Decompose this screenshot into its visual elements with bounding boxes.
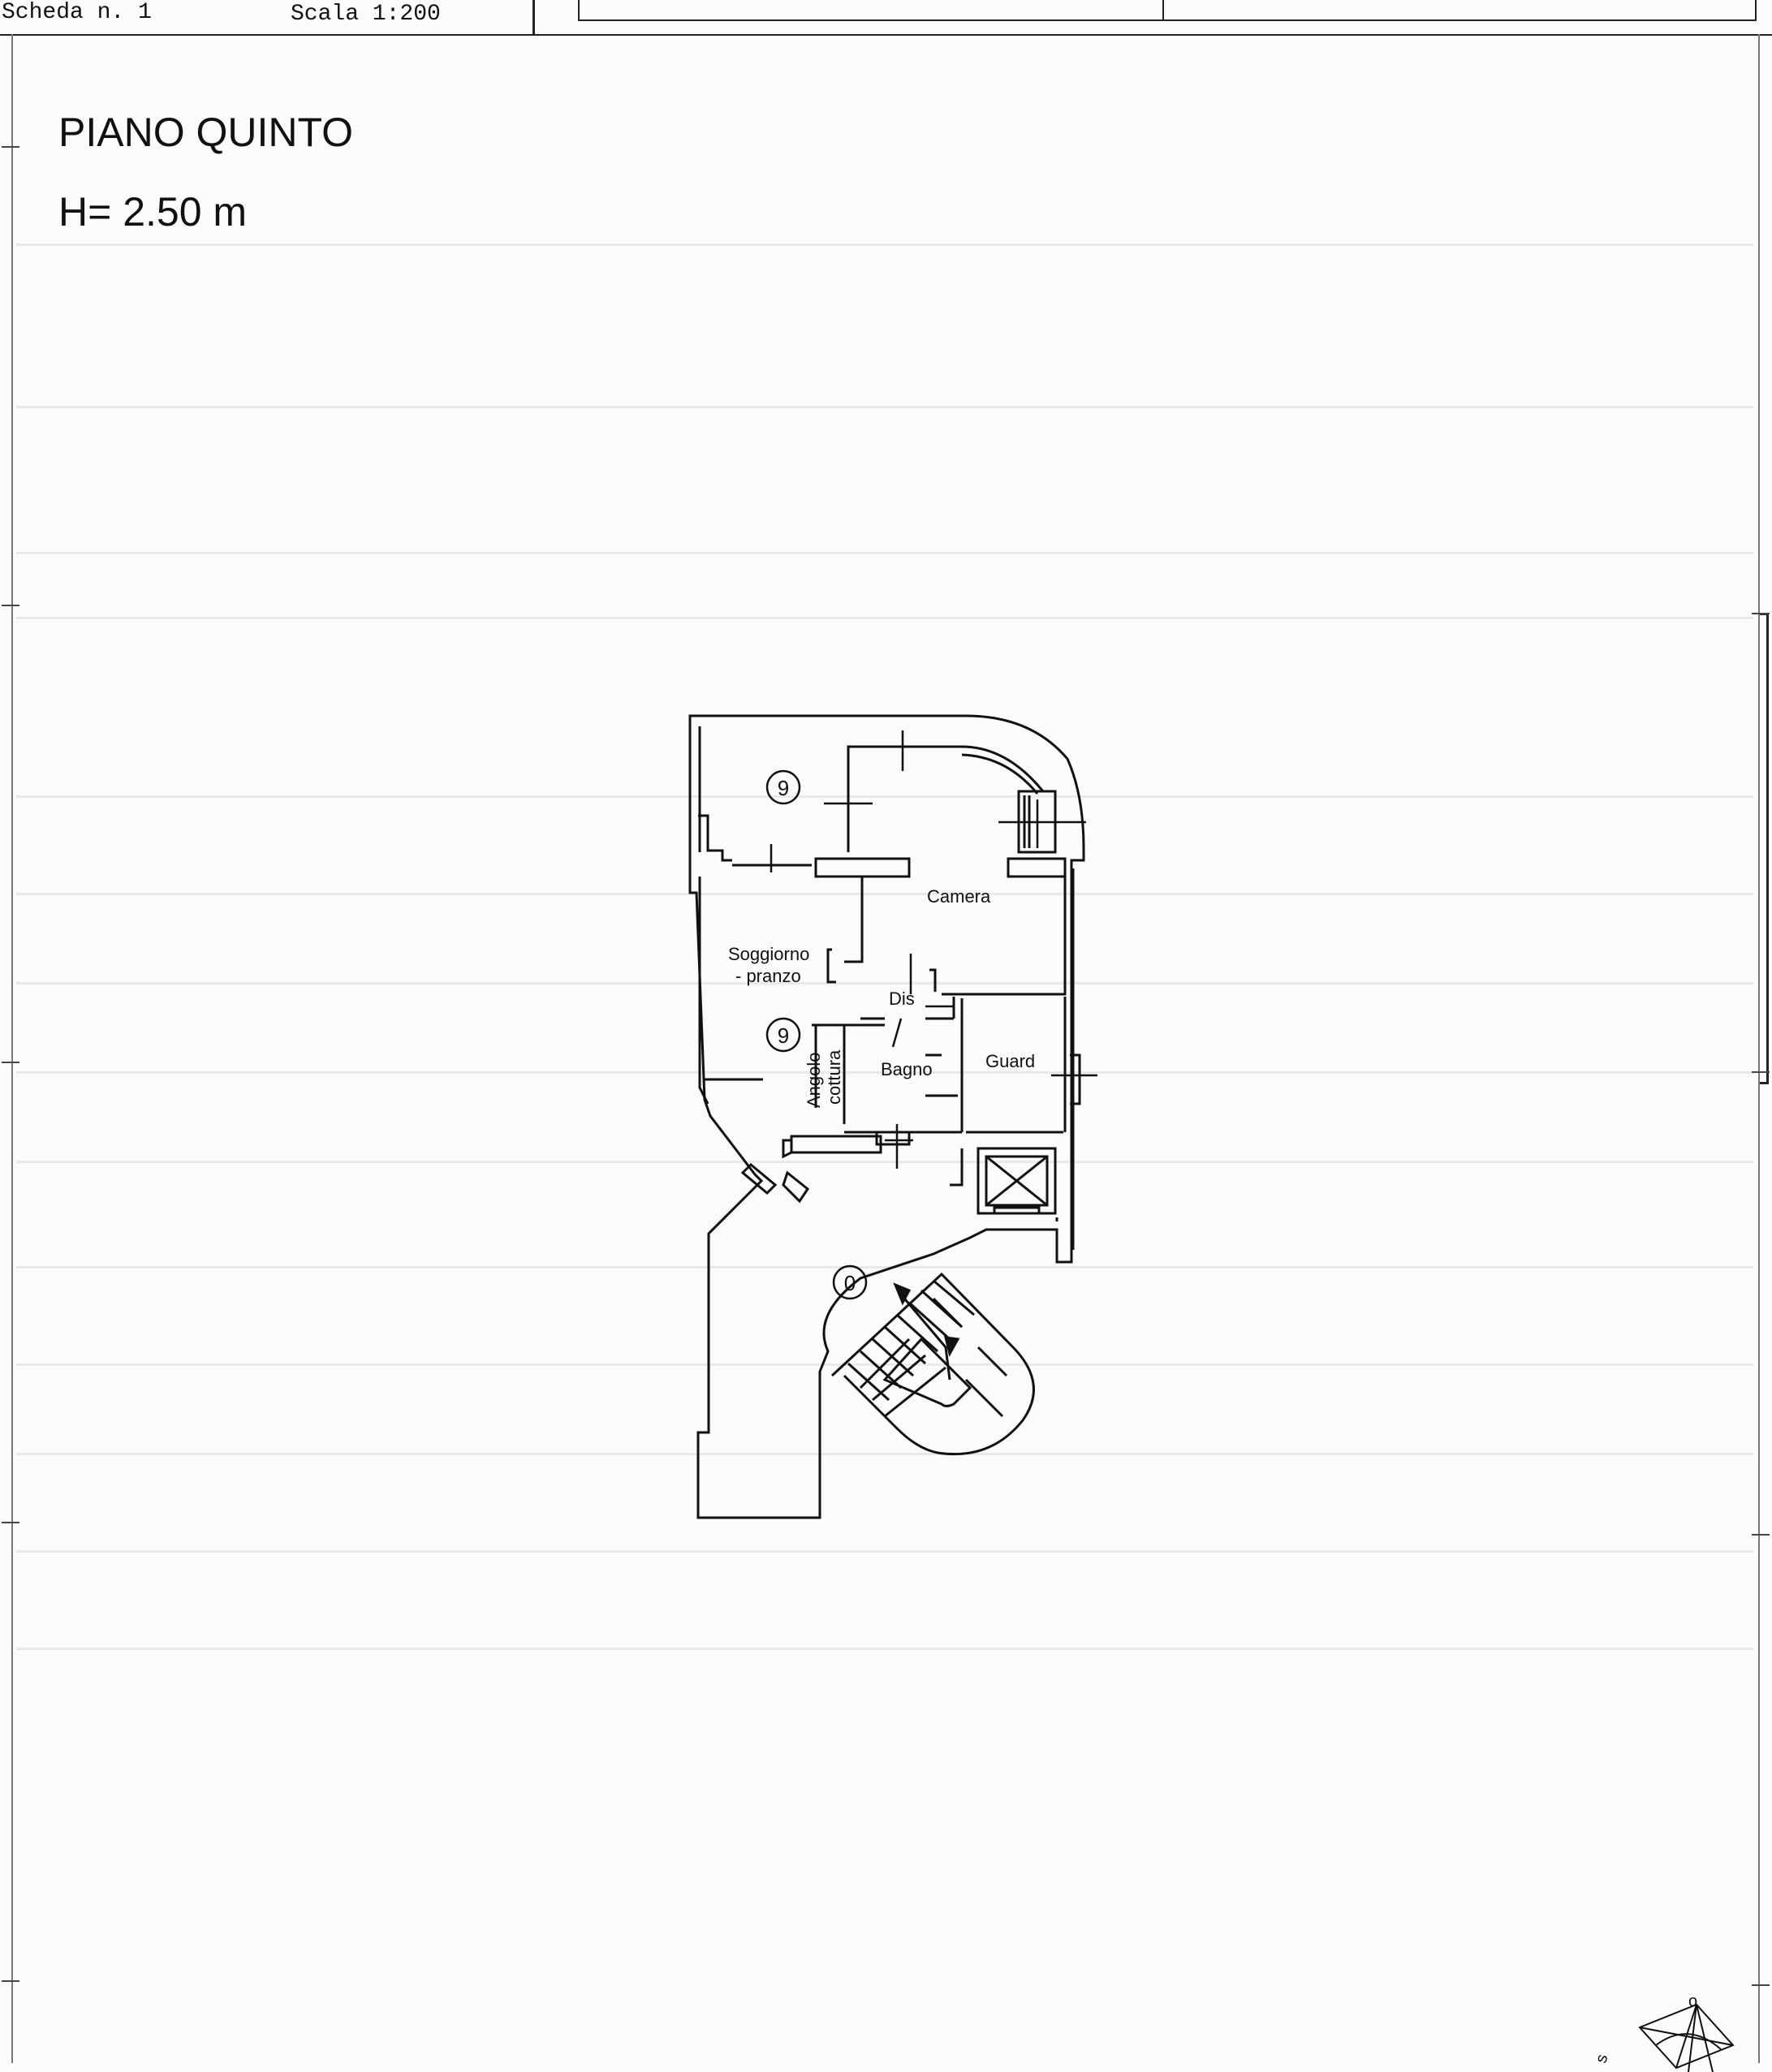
landing-wall [950, 1148, 964, 1187]
interior-wall [1007, 857, 1067, 878]
stair-step [859, 1338, 911, 1389]
frame-tick [1752, 613, 1770, 614]
interior-wall [942, 877, 1067, 996]
stair-step [884, 1366, 946, 1418]
room-label-camera: Camera [927, 886, 991, 907]
frame-tick [2, 1980, 19, 1982]
frame-tick [2, 1522, 19, 1523]
outer-wall-inner [698, 877, 709, 1105]
opening-mark [824, 791, 873, 812]
frame-tick [2, 146, 19, 148]
elevator-shaft [977, 1147, 1057, 1215]
stair-arrow [899, 1294, 951, 1381]
stair-step [932, 1297, 964, 1329]
outer-wall [688, 714, 1085, 1519]
bleed-line [16, 406, 1753, 408]
stair-step [933, 1279, 975, 1316]
interior-wall [929, 968, 937, 992]
room-label-pranzo: - pranzo [735, 966, 801, 986]
bleed-line [16, 617, 1753, 619]
bleed-line [16, 1161, 1753, 1163]
interior-wall [790, 1135, 882, 1154]
marker-apartment: 9 [778, 1023, 789, 1048]
marker-common: 0 [844, 1271, 856, 1295]
scale-label: Scala 1:200 [291, 2, 441, 27]
opening-mark [891, 1018, 903, 1048]
balcony-railing [698, 814, 732, 862]
stair-step [977, 1346, 1008, 1377]
floor-title: PIANO QUINTO [58, 110, 354, 155]
sheet-number: Scheda n. 1 [2, 0, 152, 25]
header-inner-box [578, 0, 1757, 21]
marker-circle [765, 769, 801, 805]
room-label-guard: Guard [985, 1051, 1035, 1071]
door-mark [875, 1131, 911, 1146]
right-frame [1758, 34, 1760, 2063]
entry-door [740, 1162, 778, 1195]
marker-circle [765, 1017, 801, 1053]
stair-step [872, 1354, 926, 1402]
stair-step [895, 1313, 939, 1353]
frame-tick [2, 1062, 19, 1063]
frame-tick [1752, 1071, 1770, 1073]
frame-tick [1752, 1534, 1770, 1536]
interior-wall [826, 948, 836, 984]
bleed-line [16, 1266, 1753, 1269]
bleed-line [16, 1453, 1753, 1455]
staircase-inner [882, 1337, 972, 1407]
bleed-line [16, 1071, 1753, 1074]
room-label-angolo: Angolo [804, 1052, 824, 1108]
window-mark [1070, 1053, 1081, 1105]
elevator-shaft-cross [985, 1155, 1048, 1207]
opening-mark [885, 1124, 913, 1169]
staircase-outline [830, 1272, 1035, 1456]
header-inner-divider [1162, 0, 1164, 19]
elevator-inner [985, 1155, 1049, 1207]
entry-arrow [782, 1170, 810, 1204]
room-label-cottura: cottura [824, 1049, 844, 1105]
compass-icon [1638, 2003, 1735, 2072]
compass-north: o [1688, 1992, 1697, 2010]
bleed-line [16, 552, 1753, 554]
frame-tick [2, 605, 19, 606]
stair-step [847, 1362, 890, 1402]
interior-wall [814, 857, 911, 878]
elevator-sill [993, 1206, 1041, 1215]
opening-mark [1051, 1055, 1097, 1097]
marker-circle [832, 1264, 868, 1300]
marker-top-balcony: 9 [778, 776, 789, 800]
stair-step [871, 1338, 915, 1377]
stair-step [964, 1378, 1004, 1418]
header-divider [532, 0, 535, 34]
opening-marks [770, 730, 1097, 1169]
bleed-line [16, 982, 1753, 984]
stair-arrow-head [893, 1282, 912, 1306]
balcony-pillar [1017, 790, 1057, 854]
bleed-line [16, 1550, 1753, 1553]
bleed-line [16, 795, 1753, 798]
opening-mark [998, 799, 1086, 848]
stair-arrow-head [944, 1336, 960, 1358]
room-label-soggiorno: Soggiorno [728, 944, 809, 964]
compass-south: s [1593, 2053, 1612, 2065]
stair-step [908, 1301, 951, 1341]
bleed-line [16, 243, 1753, 246]
bleed-line [16, 1648, 1753, 1650]
frame-tick [1752, 1984, 1770, 1986]
bleed-line [16, 893, 1753, 895]
stair-step [883, 1325, 927, 1365]
header-frame [0, 0, 1772, 36]
room-label-dis: Dis [889, 989, 915, 1009]
interior-wall [782, 1139, 793, 1159]
camera-curved-window [961, 753, 1039, 795]
room-label-bagno: Bagno [881, 1059, 933, 1079]
interior-wall [844, 877, 864, 963]
camera-balcony-wall [847, 745, 1045, 852]
left-frame [11, 34, 13, 2063]
ceiling-height: H= 2.50 m [58, 189, 248, 235]
